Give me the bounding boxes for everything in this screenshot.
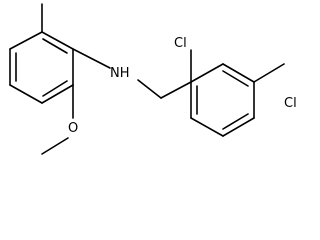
bond bbox=[42, 38, 68, 54]
molecule-structure: NH O Cl Cl bbox=[9, 3, 297, 155]
oxygen-methyl-bond bbox=[41, 137, 69, 155]
bond bbox=[9, 84, 43, 104]
bond bbox=[41, 84, 74, 104]
bond bbox=[41, 31, 74, 50]
bond bbox=[190, 117, 224, 137]
nitrogen-methylene-bond bbox=[137, 79, 162, 99]
right-ring bbox=[190, 63, 255, 137]
structure-canvas: NH O Cl Cl bbox=[9, 3, 297, 155]
left-ring bbox=[9, 31, 74, 104]
bond bbox=[222, 63, 255, 83]
bond bbox=[42, 80, 68, 97]
ortho-chlorine-label: Cl bbox=[174, 36, 187, 51]
ring-nitrogen-bond bbox=[72, 48, 111, 69]
oxygen-label: O bbox=[68, 121, 78, 136]
para-chlorine-label: Cl bbox=[284, 96, 297, 111]
bond bbox=[9, 31, 43, 50]
amine-label: NH bbox=[110, 66, 130, 81]
bond bbox=[222, 117, 255, 137]
bond bbox=[222, 113, 249, 130]
bond bbox=[222, 70, 249, 87]
methylene-ring-bond bbox=[160, 81, 192, 99]
para-chlorine-bond bbox=[253, 63, 285, 83]
bond bbox=[190, 63, 224, 83]
